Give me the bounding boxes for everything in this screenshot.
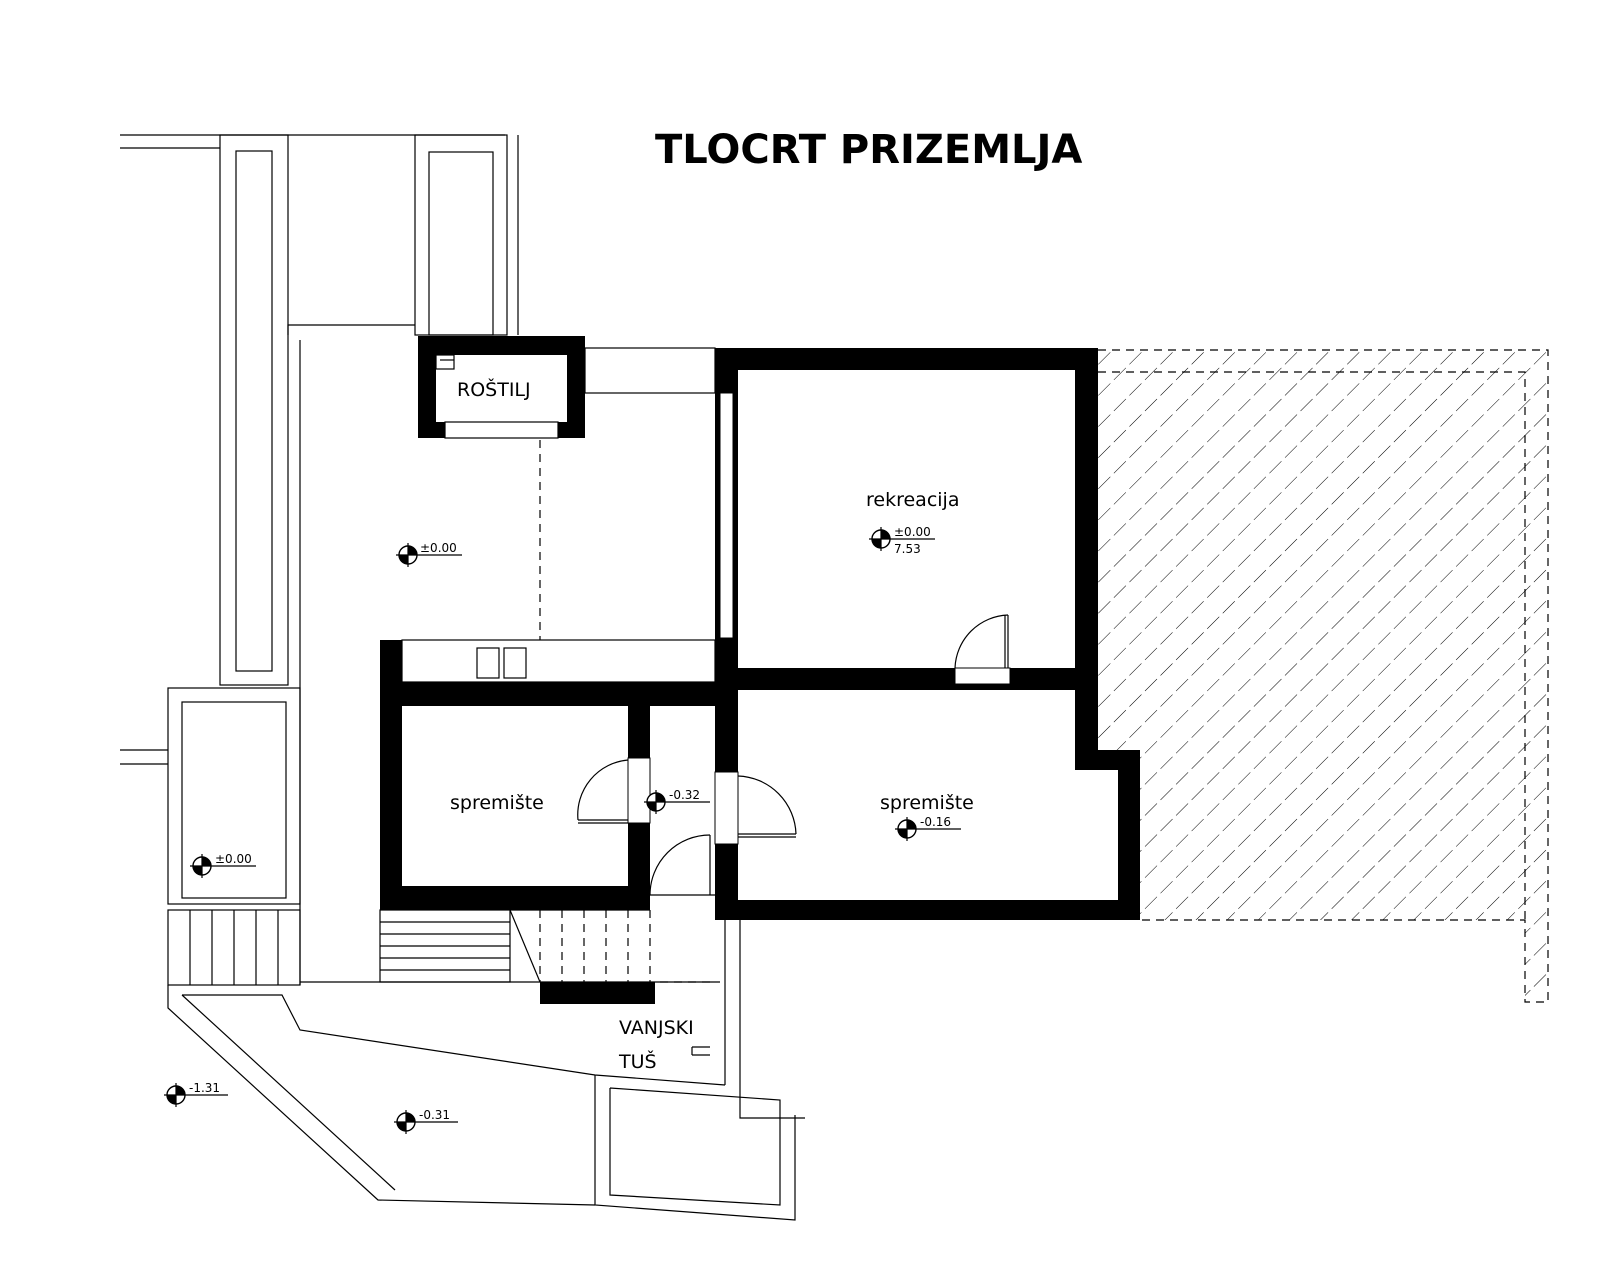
level-marker-rekreacija: ±0.00 7.53 [869, 525, 935, 556]
spremiste-right-walls [714, 684, 1140, 920]
level-marker-spremiste-right: -0.16 [895, 815, 961, 841]
rostilj-block: ROŠTILJ [418, 336, 585, 439]
site-outlines [120, 134, 805, 1221]
room-label-rekreacija: rekreacija [866, 489, 959, 511]
level-marker-outside-path: -0.31 [394, 1108, 458, 1134]
svg-text:-0.31: -0.31 [419, 1108, 450, 1122]
svg-text:-0.32: -0.32 [669, 788, 700, 802]
level-marker-hall: -0.32 [644, 788, 710, 814]
stairs [379, 909, 655, 1004]
spremiste-left-walls [380, 639, 738, 910]
svg-text:7.53: 7.53 [894, 542, 921, 556]
svg-text:±0.00: ±0.00 [894, 525, 931, 539]
label-vanjski: VANJSKI [619, 1017, 694, 1039]
svg-text:-1.31: -1.31 [189, 1081, 220, 1095]
level-marker-left-small: ±0.00 [190, 852, 256, 878]
room-label-spremiste-left: spremište [450, 792, 544, 814]
hatched-terrace [1098, 349, 1549, 1003]
rekreacija-walls [715, 348, 1098, 690]
level-marker-outside-left: -1.31 [164, 1081, 228, 1107]
svg-text:±0.00: ±0.00 [420, 541, 457, 555]
level-marker-terrace: ±0.00 [396, 541, 462, 567]
plan-title: TLOCRT PRIZEMLJA [655, 127, 1082, 173]
svg-text:±0.00: ±0.00 [215, 852, 252, 866]
label-tus: TUŠ [618, 1049, 657, 1073]
svg-text:-0.16: -0.16 [920, 815, 951, 829]
room-label-rostilj: ROŠTILJ [457, 377, 531, 401]
room-label-spremiste-right: spremište [880, 792, 974, 814]
